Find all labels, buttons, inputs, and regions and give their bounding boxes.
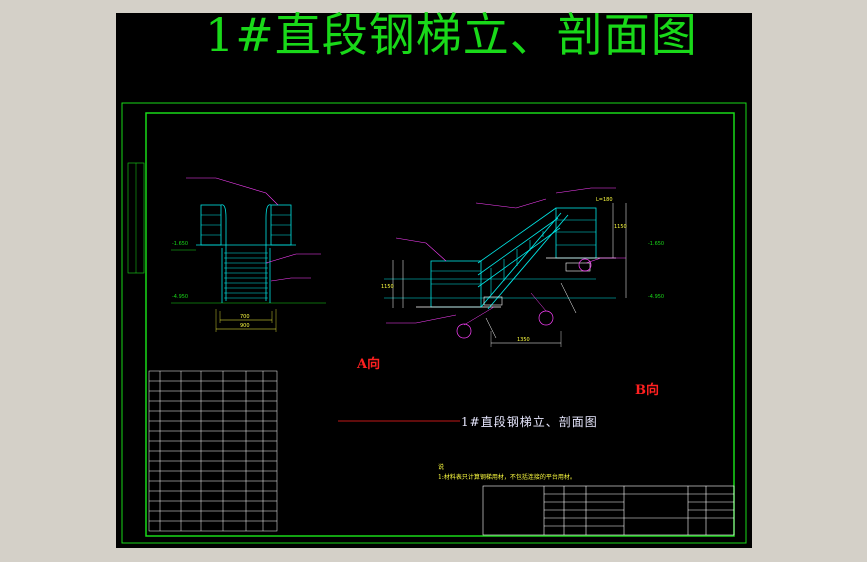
svg-text:1150: 1150 — [614, 224, 627, 230]
svg-text:900: 900 — [240, 323, 250, 329]
outer-border — [121, 102, 747, 544]
inner-border — [145, 112, 735, 537]
drawing-geometry: 700 900 -1.650 -4.950 — [121, 102, 747, 544]
material-table — [148, 370, 278, 532]
page-title: 1#直段钢梯立、剖面图 — [205, 8, 698, 62]
cad-drawing-canvas: 700 900 -1.650 -4.950 — [116, 13, 752, 548]
sheet-title: 1#直段钢梯立、剖面图 — [461, 415, 598, 429]
view-b-label: B向 — [635, 383, 659, 398]
svg-text:-1.650: -1.650 — [172, 241, 188, 247]
view-b-section: 1350 1150 1150 -1.650 -4.950 L=180 — [381, 187, 664, 347]
svg-text:L=180: L=180 — [596, 197, 613, 203]
svg-text:-1.650: -1.650 — [648, 241, 664, 247]
title-block — [482, 485, 735, 536]
svg-text:1350: 1350 — [517, 337, 530, 343]
svg-text:1150: 1150 — [381, 284, 394, 290]
view-a-elevation: 700 900 -1.650 -4.950 — [171, 177, 326, 332]
notes-heading: 说 — [438, 464, 445, 471]
notes-line-1: 1:材料表只计算钢梯用材，不包括连接的平台用材。 — [438, 474, 576, 481]
svg-text:700: 700 — [240, 314, 250, 320]
svg-text:-4.950: -4.950 — [648, 294, 664, 300]
view-a-label: A向 — [357, 357, 381, 372]
svg-text:-4.950: -4.950 — [172, 294, 188, 300]
